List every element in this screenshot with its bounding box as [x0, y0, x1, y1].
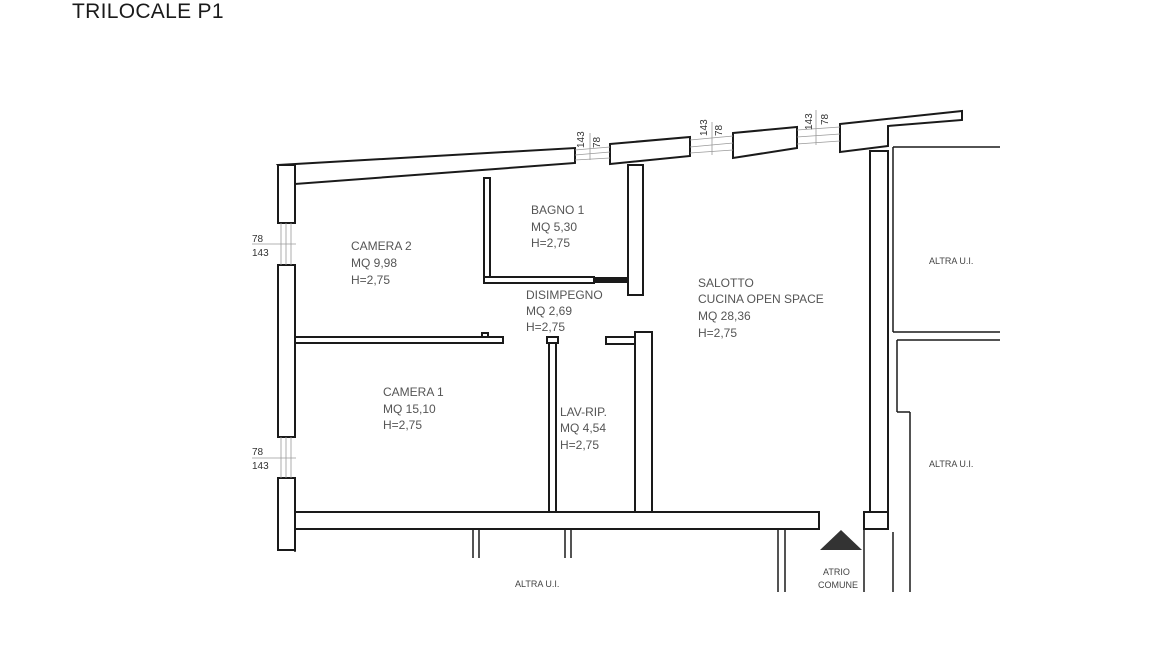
room-salotto: SALOTTO CUCINA OPEN SPACE MQ 28,36 H=2,7…: [698, 276, 824, 340]
svg-text:MQ 5,30: MQ 5,30: [531, 220, 577, 234]
right-neighbours: [892, 146, 1000, 592]
svg-text:CAMERA 1: CAMERA 1: [383, 385, 444, 399]
atrio-label-1: ATRIO: [823, 567, 850, 577]
svg-text:78: 78: [592, 136, 603, 148]
svg-text:H=2,75: H=2,75: [383, 418, 422, 432]
plan-title: TRILOCALE P1: [72, 0, 224, 23]
svg-text:143: 143: [804, 113, 815, 130]
svg-text:78: 78: [820, 113, 831, 125]
entrance-arrow: [820, 530, 862, 550]
svg-text:MQ 9,98: MQ 9,98: [351, 256, 397, 270]
window-dimension-top-1: 78 143: [576, 131, 603, 148]
svg-text:MQ 4,54: MQ 4,54: [560, 421, 606, 435]
svg-text:LAV-RIP.: LAV-RIP.: [560, 405, 607, 419]
svg-text:BAGNO 1: BAGNO 1: [531, 203, 585, 217]
svg-text:H=2,75: H=2,75: [560, 438, 599, 452]
window-dimension-left-2: 78 143: [252, 447, 269, 472]
top-windows: [574, 110, 841, 161]
svg-text:CAMERA 2: CAMERA 2: [351, 239, 412, 253]
svg-text:CUCINA OPEN SPACE: CUCINA OPEN SPACE: [698, 292, 824, 306]
room-camera-2: CAMERA 2 MQ 9,98 H=2,75: [351, 239, 412, 287]
svg-text:MQ 15,10: MQ 15,10: [383, 402, 436, 416]
svg-text:H=2,75: H=2,75: [351, 273, 390, 287]
atrio-label-2: COMUNE: [818, 580, 858, 590]
svg-text:78: 78: [714, 124, 725, 136]
room-disimpegno: DISIMPEGNO MQ 2,69 H=2,75: [526, 288, 603, 334]
window-dimension-left-1: 78 143: [252, 234, 269, 259]
svg-text:H=2,75: H=2,75: [526, 320, 565, 334]
bottom-neighbours: [294, 529, 865, 592]
other-unit-right-top: ALTRA U.I.: [929, 256, 973, 266]
room-bagno-1: BAGNO 1 MQ 5,30 H=2,75: [531, 203, 585, 250]
window-dimension-top-2: 78 143: [699, 119, 725, 136]
exterior-top-wall: [275, 109, 963, 186]
left-wall: [252, 164, 296, 551]
interior-walls: [294, 150, 889, 530]
svg-text:143: 143: [252, 248, 269, 259]
svg-text:SALOTTO: SALOTTO: [698, 276, 754, 290]
other-unit-bottom: ALTRA U.I.: [515, 579, 559, 589]
svg-text:H=2,75: H=2,75: [531, 236, 570, 250]
svg-text:MQ 28,36: MQ 28,36: [698, 309, 751, 323]
svg-text:DISIMPEGNO: DISIMPEGNO: [526, 288, 603, 302]
room-lav-rip: LAV-RIP. MQ 4,54 H=2,75: [560, 405, 607, 452]
svg-text:143: 143: [699, 119, 710, 136]
svg-text:143: 143: [252, 461, 269, 472]
room-camera-1: CAMERA 1 MQ 15,10 H=2,75: [383, 385, 444, 432]
svg-text:MQ 2,69: MQ 2,69: [526, 304, 572, 318]
window-dimension-top-3: 78 143: [804, 113, 831, 130]
svg-text:78: 78: [252, 447, 264, 458]
svg-text:H=2,75: H=2,75: [698, 326, 737, 340]
svg-text:78: 78: [252, 234, 264, 245]
other-unit-right-mid: ALTRA U.I.: [929, 459, 973, 469]
svg-text:143: 143: [576, 131, 587, 148]
